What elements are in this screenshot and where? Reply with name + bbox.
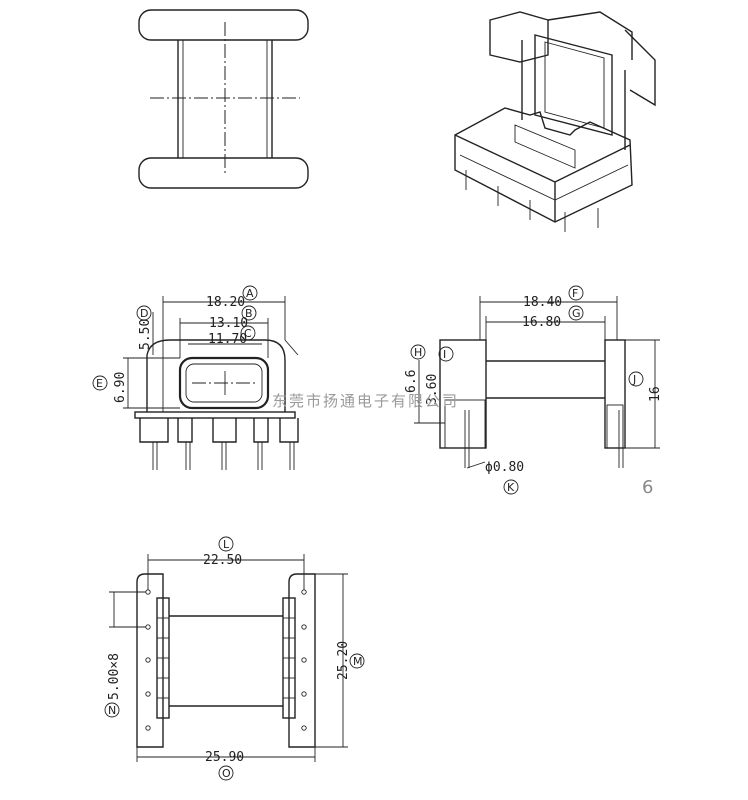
page-number: 6 xyxy=(642,477,653,498)
dim-b-value: 13.10 xyxy=(209,316,248,331)
dim-j-value: 16 xyxy=(648,386,663,402)
dim-l-value: 22.50 xyxy=(203,553,242,568)
label-m: M xyxy=(353,655,363,668)
dim-m-value: 25.20 xyxy=(336,641,351,680)
dim-o-value: 25.90 xyxy=(205,750,244,765)
dim-f-value: 18.40 xyxy=(523,295,562,310)
dim-i-value: 3.60 xyxy=(425,374,440,405)
dim-a-value: 18.20 xyxy=(206,295,245,310)
watermark-text: 东莞市扬通电子有限公司 xyxy=(272,392,459,410)
label-h: H xyxy=(414,346,422,359)
dim-c-value: 11.70 xyxy=(208,332,247,347)
label-l: L xyxy=(223,538,230,551)
front-view: 18.20 13.10 11.70 5.50 6.90 A B C D E xyxy=(92,285,299,470)
dim-e-value: 6.90 xyxy=(113,372,128,403)
isometric-view xyxy=(454,11,656,232)
label-n: N xyxy=(108,704,116,717)
label-g: G xyxy=(572,307,581,320)
label-k: K xyxy=(507,481,515,494)
label-d: D xyxy=(140,307,148,320)
top-view xyxy=(138,9,309,189)
label-a: A xyxy=(246,287,254,300)
dim-h-value: 6.6 xyxy=(404,370,419,393)
dim-n-value: 5.00×8 xyxy=(107,653,122,700)
dim-g-value: 16.80 xyxy=(522,315,561,330)
label-c: C xyxy=(244,327,252,340)
dim-d-value: 5.50 xyxy=(138,319,153,350)
bottom-view: 22.50 25.20 5.00×8 25.90 L M N O xyxy=(104,536,365,781)
dim-k-value: ϕ0.80 xyxy=(485,460,524,475)
label-j: J xyxy=(632,373,636,386)
side-view: 18.40 16.80 6.6 3.60 16 ϕ0.80 F G H I J … xyxy=(404,285,663,495)
label-b: B xyxy=(245,307,253,320)
label-f: F xyxy=(572,287,578,300)
label-o: O xyxy=(222,767,231,780)
label-e: E xyxy=(96,377,103,390)
label-i: I xyxy=(443,348,446,361)
